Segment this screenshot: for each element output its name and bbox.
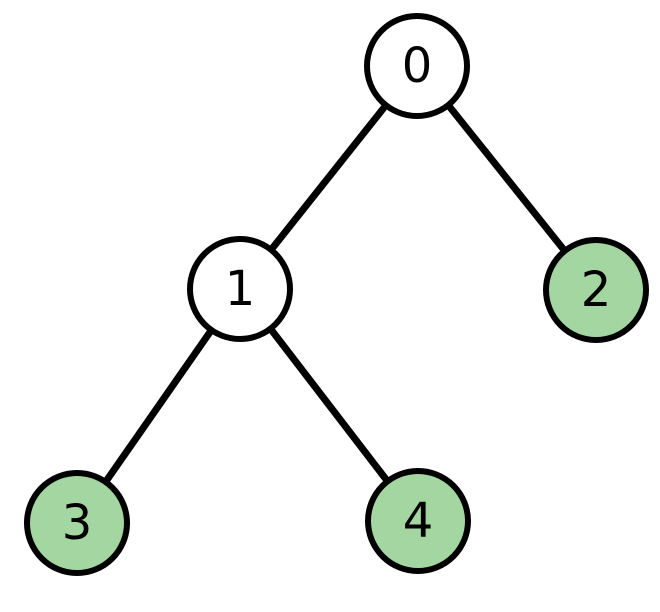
tree-node-label-4: 4 <box>403 493 434 549</box>
tree-node-label-3: 3 <box>62 495 93 551</box>
tree-node-label-0: 0 <box>402 38 433 94</box>
tree-node-1: 1 <box>187 236 293 342</box>
tree-node-2: 2 <box>543 237 649 343</box>
tree-node-circle-2 <box>543 237 649 343</box>
tree-node-0: 0 <box>364 13 470 119</box>
tree-node-circle-4 <box>365 468 471 574</box>
tree-node-3: 3 <box>24 470 130 576</box>
tree-node-label-1: 1 <box>225 261 256 317</box>
tree-node-4: 4 <box>365 468 471 574</box>
tree-node-label-2: 2 <box>581 262 612 318</box>
tree-node-circle-3 <box>24 470 130 576</box>
tree-node-circle-1 <box>187 236 293 342</box>
tree-node-circle-0 <box>364 13 470 119</box>
